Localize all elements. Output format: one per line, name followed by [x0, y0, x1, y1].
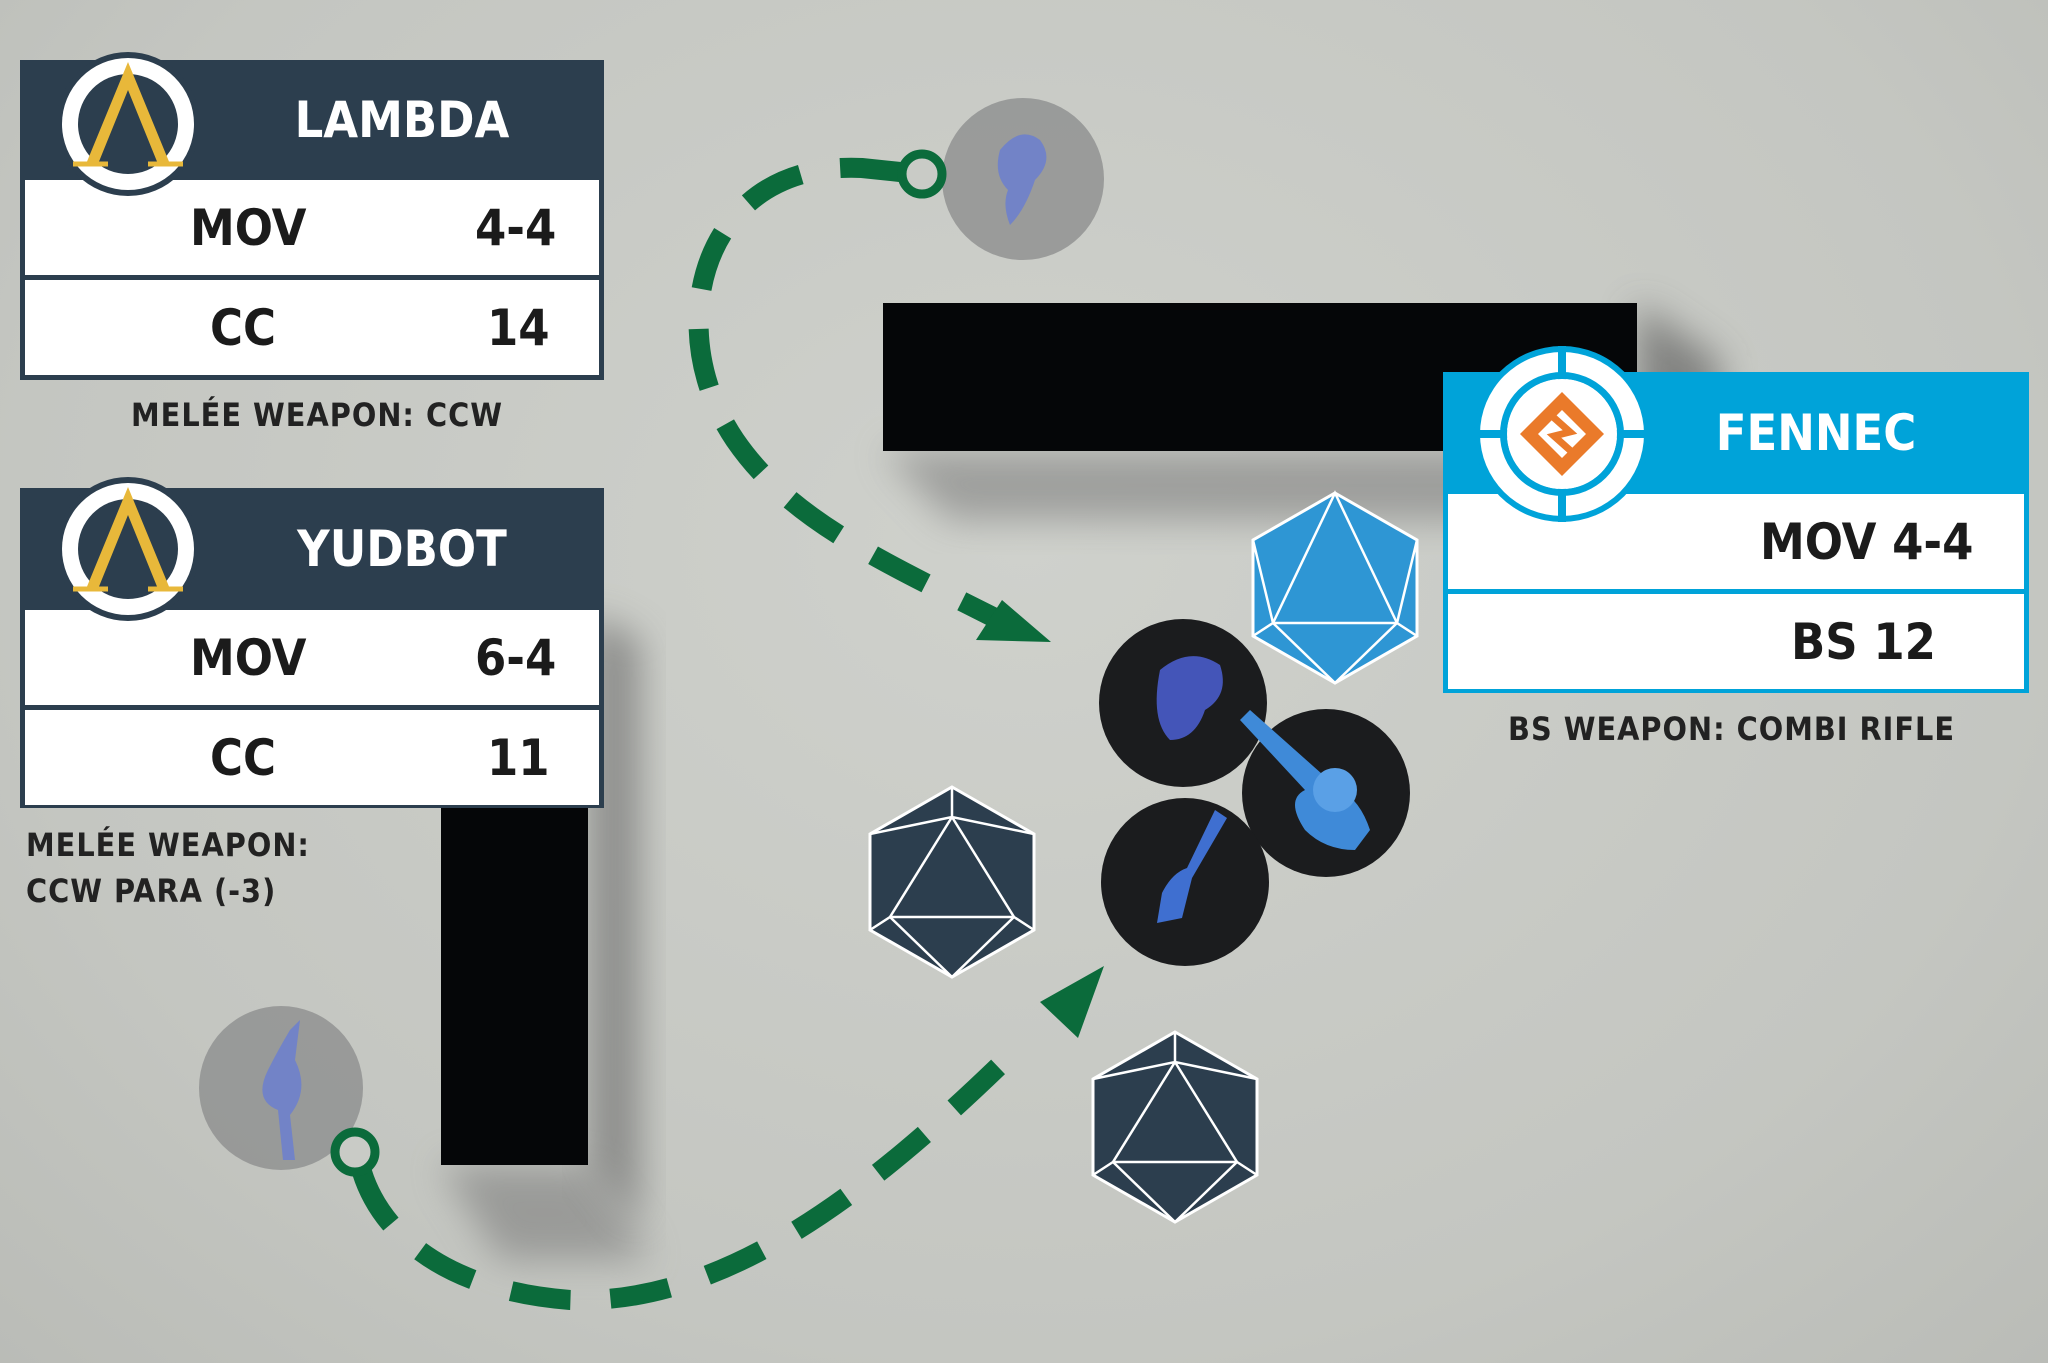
stat-label: MOV — [190, 628, 307, 687]
stat-row-mov: MOV 4-4 — [25, 180, 599, 275]
movement-path-lambda — [688, 149, 1051, 642]
caption-line: CCW PARA (-3) — [26, 872, 277, 910]
stat-row-cc: CC 11 — [25, 710, 599, 805]
stat-row-cc: CC 14 — [25, 280, 599, 375]
fennec-weapon-caption: BS WEAPON: COMBI RIFLE — [1508, 710, 1956, 748]
movement-path-yudbot[interactable] — [330, 966, 1104, 1311]
lambda-unit-logo — [56, 52, 200, 196]
stat-value: 6-4 — [475, 628, 557, 687]
miniature-fennec-2[interactable] — [1240, 709, 1410, 877]
stat-label: MOV 4-4 — [1760, 512, 1974, 571]
stat-label: MOV — [190, 198, 307, 257]
kestrel-colonial-force-logo — [1474, 346, 1650, 522]
miniature-fennec-1[interactable] — [1099, 619, 1267, 787]
stat-value: 11 — [487, 728, 550, 787]
yudbot-weapon-caption: MELÉE WEAPON: CCW PARA (-3) — [26, 822, 310, 914]
lambda-weapon-caption: MELÉE WEAPON: CCW — [131, 396, 503, 434]
miniature-lambda[interactable] — [942, 98, 1104, 260]
lambda-unit-logo — [56, 477, 200, 621]
stat-label: BS 12 — [1791, 612, 1936, 671]
stat-value: 14 — [487, 298, 550, 357]
d20-dark-icon — [868, 785, 1036, 979]
yudbot-name: YUDBOT — [297, 520, 507, 578]
caption-line: MELÉE WEAPON: — [26, 826, 310, 864]
stat-label: CC — [210, 728, 277, 787]
miniature-fennec-3[interactable] — [1101, 798, 1269, 966]
d20-dark-icon — [1091, 1030, 1259, 1224]
stat-label: CC — [210, 298, 277, 357]
stat-row-bs: BS 12 — [1448, 594, 2024, 689]
stat-value: 4-4 — [475, 198, 557, 257]
fennec-name: FENNEC — [1715, 404, 1917, 462]
lambda-name: LAMBDA — [294, 91, 510, 149]
d20-blue-icon — [1251, 490, 1419, 685]
wall-shadow — [441, 1165, 650, 1260]
miniature-yudbot[interactable] — [199, 1006, 363, 1170]
stat-row-mov: MOV 6-4 — [25, 610, 599, 705]
